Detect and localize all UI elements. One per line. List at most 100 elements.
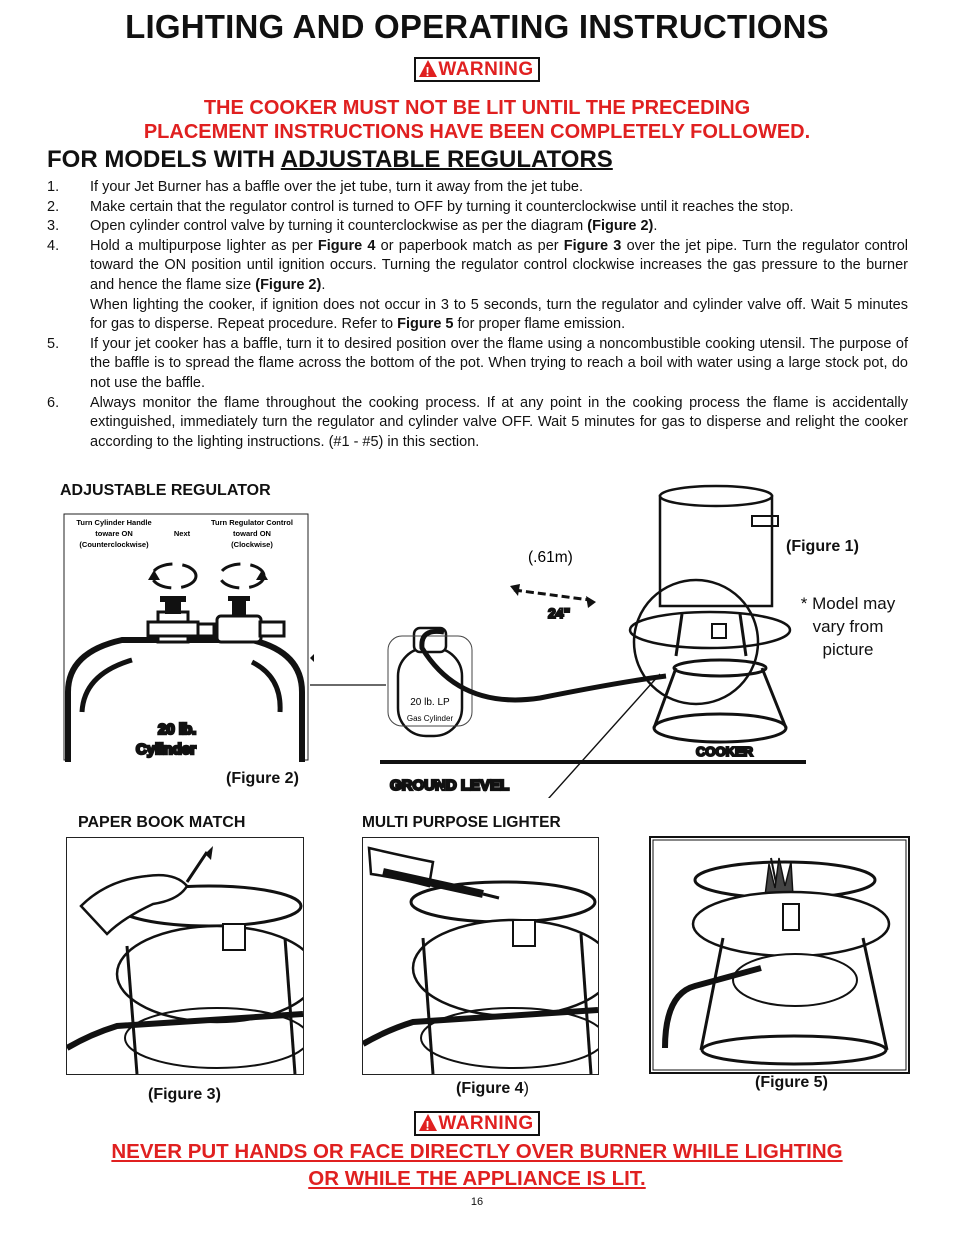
- step-number: 3.: [47, 218, 60, 235]
- step-text: .: [321, 276, 326, 293]
- model-note: * Model may vary from picture: [788, 592, 908, 661]
- placement-notice-line-1: THE COOKER MUST NOT BE LIT UNTIL THE PRE…: [203, 97, 751, 119]
- figure-ref: Figure 4: [317, 237, 376, 254]
- step-text: Open cylinder control valve by turning i…: [90, 218, 588, 235]
- step-text: Always monitor the flame throughout the …: [90, 394, 908, 450]
- step-text: or paperbook match as per: [375, 237, 564, 254]
- page-number: 16: [470, 1196, 484, 1208]
- step-text: .: [653, 218, 658, 235]
- figure-ref: Figure 3: [563, 237, 622, 254]
- cooker-plate: [411, 918, 615, 1018]
- model-note-line-2: vary from: [812, 617, 884, 636]
- hose: [662, 965, 762, 1049]
- section-heading: FOR MODELS WITH ADJUSTABLE REGULATORS: [47, 146, 613, 174]
- placement-notice: THE COOKER MUST NOT BE LIT UNTIL THE PRE…: [0, 96, 954, 144]
- tank-label-1: 20 lb. LP: [410, 697, 450, 708]
- model-note-line-3: picture: [822, 640, 874, 659]
- hose: [361, 1007, 599, 1047]
- hands-warning-line-1: NEVER PUT HANDS OR FACE DIRECTLY OVER BU…: [111, 1140, 843, 1163]
- cylinder-text-1: 20 lb.: [158, 721, 196, 738]
- cylinder-text-2: Cylinder: [136, 741, 196, 758]
- figure-ref: (Figure 2): [255, 276, 322, 293]
- step-text: over the jet pipe. Turn the regulator co…: [90, 237, 908, 293]
- step-right-line-2: toward ON: [233, 529, 271, 538]
- figure-4-drawing: [361, 846, 615, 1075]
- instruction-step: 2. Make certain that the regulator contro…: [47, 198, 908, 218]
- step-left-line-1: Turn Cylinder Handle: [76, 518, 151, 527]
- warning-label: WARNING: [438, 59, 534, 80]
- section-heading-prefix: FOR MODELS WITH: [47, 146, 281, 173]
- warning-box: WARNING: [414, 57, 540, 82]
- figure-4-frame: [361, 837, 615, 1075]
- step-right-line-1: Turn Regulator Control: [211, 518, 293, 527]
- model-note-line-1: * Model may: [800, 594, 896, 613]
- ccw-arrow-icon: [150, 562, 198, 590]
- step-text: Hold a multipurpose lighter as per: [90, 237, 318, 254]
- page-title: LIGHTING AND OPERATING INSTRUCTIONS: [125, 8, 829, 45]
- cw-arrow-icon: [218, 562, 266, 590]
- flame-icon: [764, 857, 794, 897]
- regulator-knob: [232, 600, 246, 616]
- figure-2-illustration: 20 lb. Cylinder Turn Cylinder Handle tow…: [62, 512, 310, 762]
- figure-ref: (Figure 2): [587, 218, 654, 235]
- figure-1-illustration: 20 lb. LP Gas Cylinder COOKER GROUND LEV…: [310, 478, 810, 809]
- tank-label-2: Gas Cylinder: [407, 714, 454, 723]
- placement-notice-line-2: PLACEMENT INSTRUCTIONS HAVE BEEN COMPLET…: [143, 121, 811, 143]
- step-text: If your Jet Burner has a baffle over the…: [90, 179, 583, 195]
- hand-icon: [79, 873, 189, 936]
- step-text: for proper flame emission.: [453, 316, 626, 333]
- step-text: If your jet cooker has a baffle, turn it…: [90, 335, 908, 391]
- figure-4-caption-tail: ): [523, 1080, 529, 1097]
- step-number: 5.: [47, 335, 60, 352]
- figure-4-caption-bold: (Figure 4: [456, 1080, 524, 1097]
- magnifier-circle: [632, 578, 760, 706]
- figure-5-caption: (Figure 5): [755, 1074, 828, 1091]
- instruction-step: 1. If your Jet Burner has a baffle over t…: [47, 178, 908, 198]
- step-right-line-3: (Clockwise): [231, 540, 273, 549]
- step-mid-label: Next: [174, 529, 191, 538]
- instruction-step: 5. If your jet cooker has a baffle, turn …: [47, 335, 908, 394]
- warning-triangle-icon: [419, 1114, 438, 1136]
- distance-metric: (.61m): [528, 549, 573, 566]
- figure-3-heading: PAPER BOOK MATCH: [78, 814, 246, 831]
- cooker-label: COOKER: [696, 744, 754, 759]
- instruction-step: 4.Hold a multipurpose lighter as per Fig…: [47, 237, 908, 335]
- step-left-line-2: toware ON: [95, 529, 133, 538]
- ground-level-label: GROUND LEVEL: [390, 777, 509, 794]
- figure-1-caption: (Figure 1): [786, 538, 859, 555]
- callout-line-2: [539, 673, 661, 809]
- warning-label: WARNING: [438, 1113, 534, 1134]
- figure-ref: Figure 5: [397, 316, 454, 333]
- cooker-stand: [699, 937, 889, 1051]
- setup-drawing: 20 lb. LP Gas Cylinder COOKER GROUND LEV…: [310, 484, 806, 809]
- cooker-stand: [652, 667, 788, 729]
- instruction-list: 1. If your Jet Burner has a baffle over t…: [47, 178, 908, 452]
- warning-badge-top: WARNING: [0, 57, 954, 82]
- hands-warning: NEVER PUT HANDS OR FACE DIRECTLY OVER BU…: [0, 1138, 954, 1192]
- hose: [65, 1011, 304, 1051]
- figure-3-frame: [65, 837, 319, 1075]
- regulator-heading: ADJUSTABLE REGULATOR: [60, 482, 271, 499]
- step-text: When lighting the cooker, if ignition do…: [90, 296, 908, 333]
- warning-box: WARNING: [414, 1111, 540, 1136]
- warning-badge-bottom: WARNING: [0, 1111, 954, 1136]
- step-left-line-3: (Counterclockwise): [79, 540, 149, 549]
- valve-handle: [160, 596, 186, 602]
- hands-warning-line-2: OR WHILE THE APPLIANCE IS LIT.: [308, 1167, 646, 1190]
- step-text: Make certain that the regulator control …: [90, 198, 794, 215]
- figure-3-caption: (Figure 3): [148, 1086, 221, 1103]
- figure-4-caption: (Figure 4): [456, 1080, 529, 1098]
- figure-5-drawing: [652, 839, 907, 1071]
- regulator-drawing: 20 lb. Cylinder Turn Cylinder Handle tow…: [63, 513, 309, 762]
- figure-5-frame: [649, 836, 910, 1074]
- burner-tray: [628, 610, 792, 650]
- instruction-step: 3. Open cylinder control valve by turning…: [47, 217, 908, 237]
- instruction-step: 6. Always monitor the flame throughout th…: [47, 394, 908, 453]
- figure-4-heading: MULTI PURPOSE LIGHTER: [362, 814, 561, 831]
- step-number: 6.: [47, 394, 60, 411]
- warning-triangle-icon: [419, 60, 438, 82]
- distance-arrow: [513, 588, 591, 602]
- step-number: 2.: [47, 198, 60, 215]
- step-number: 1.: [47, 179, 60, 195]
- section-heading-underlined: ADJUSTABLE REGULATORS: [280, 146, 613, 173]
